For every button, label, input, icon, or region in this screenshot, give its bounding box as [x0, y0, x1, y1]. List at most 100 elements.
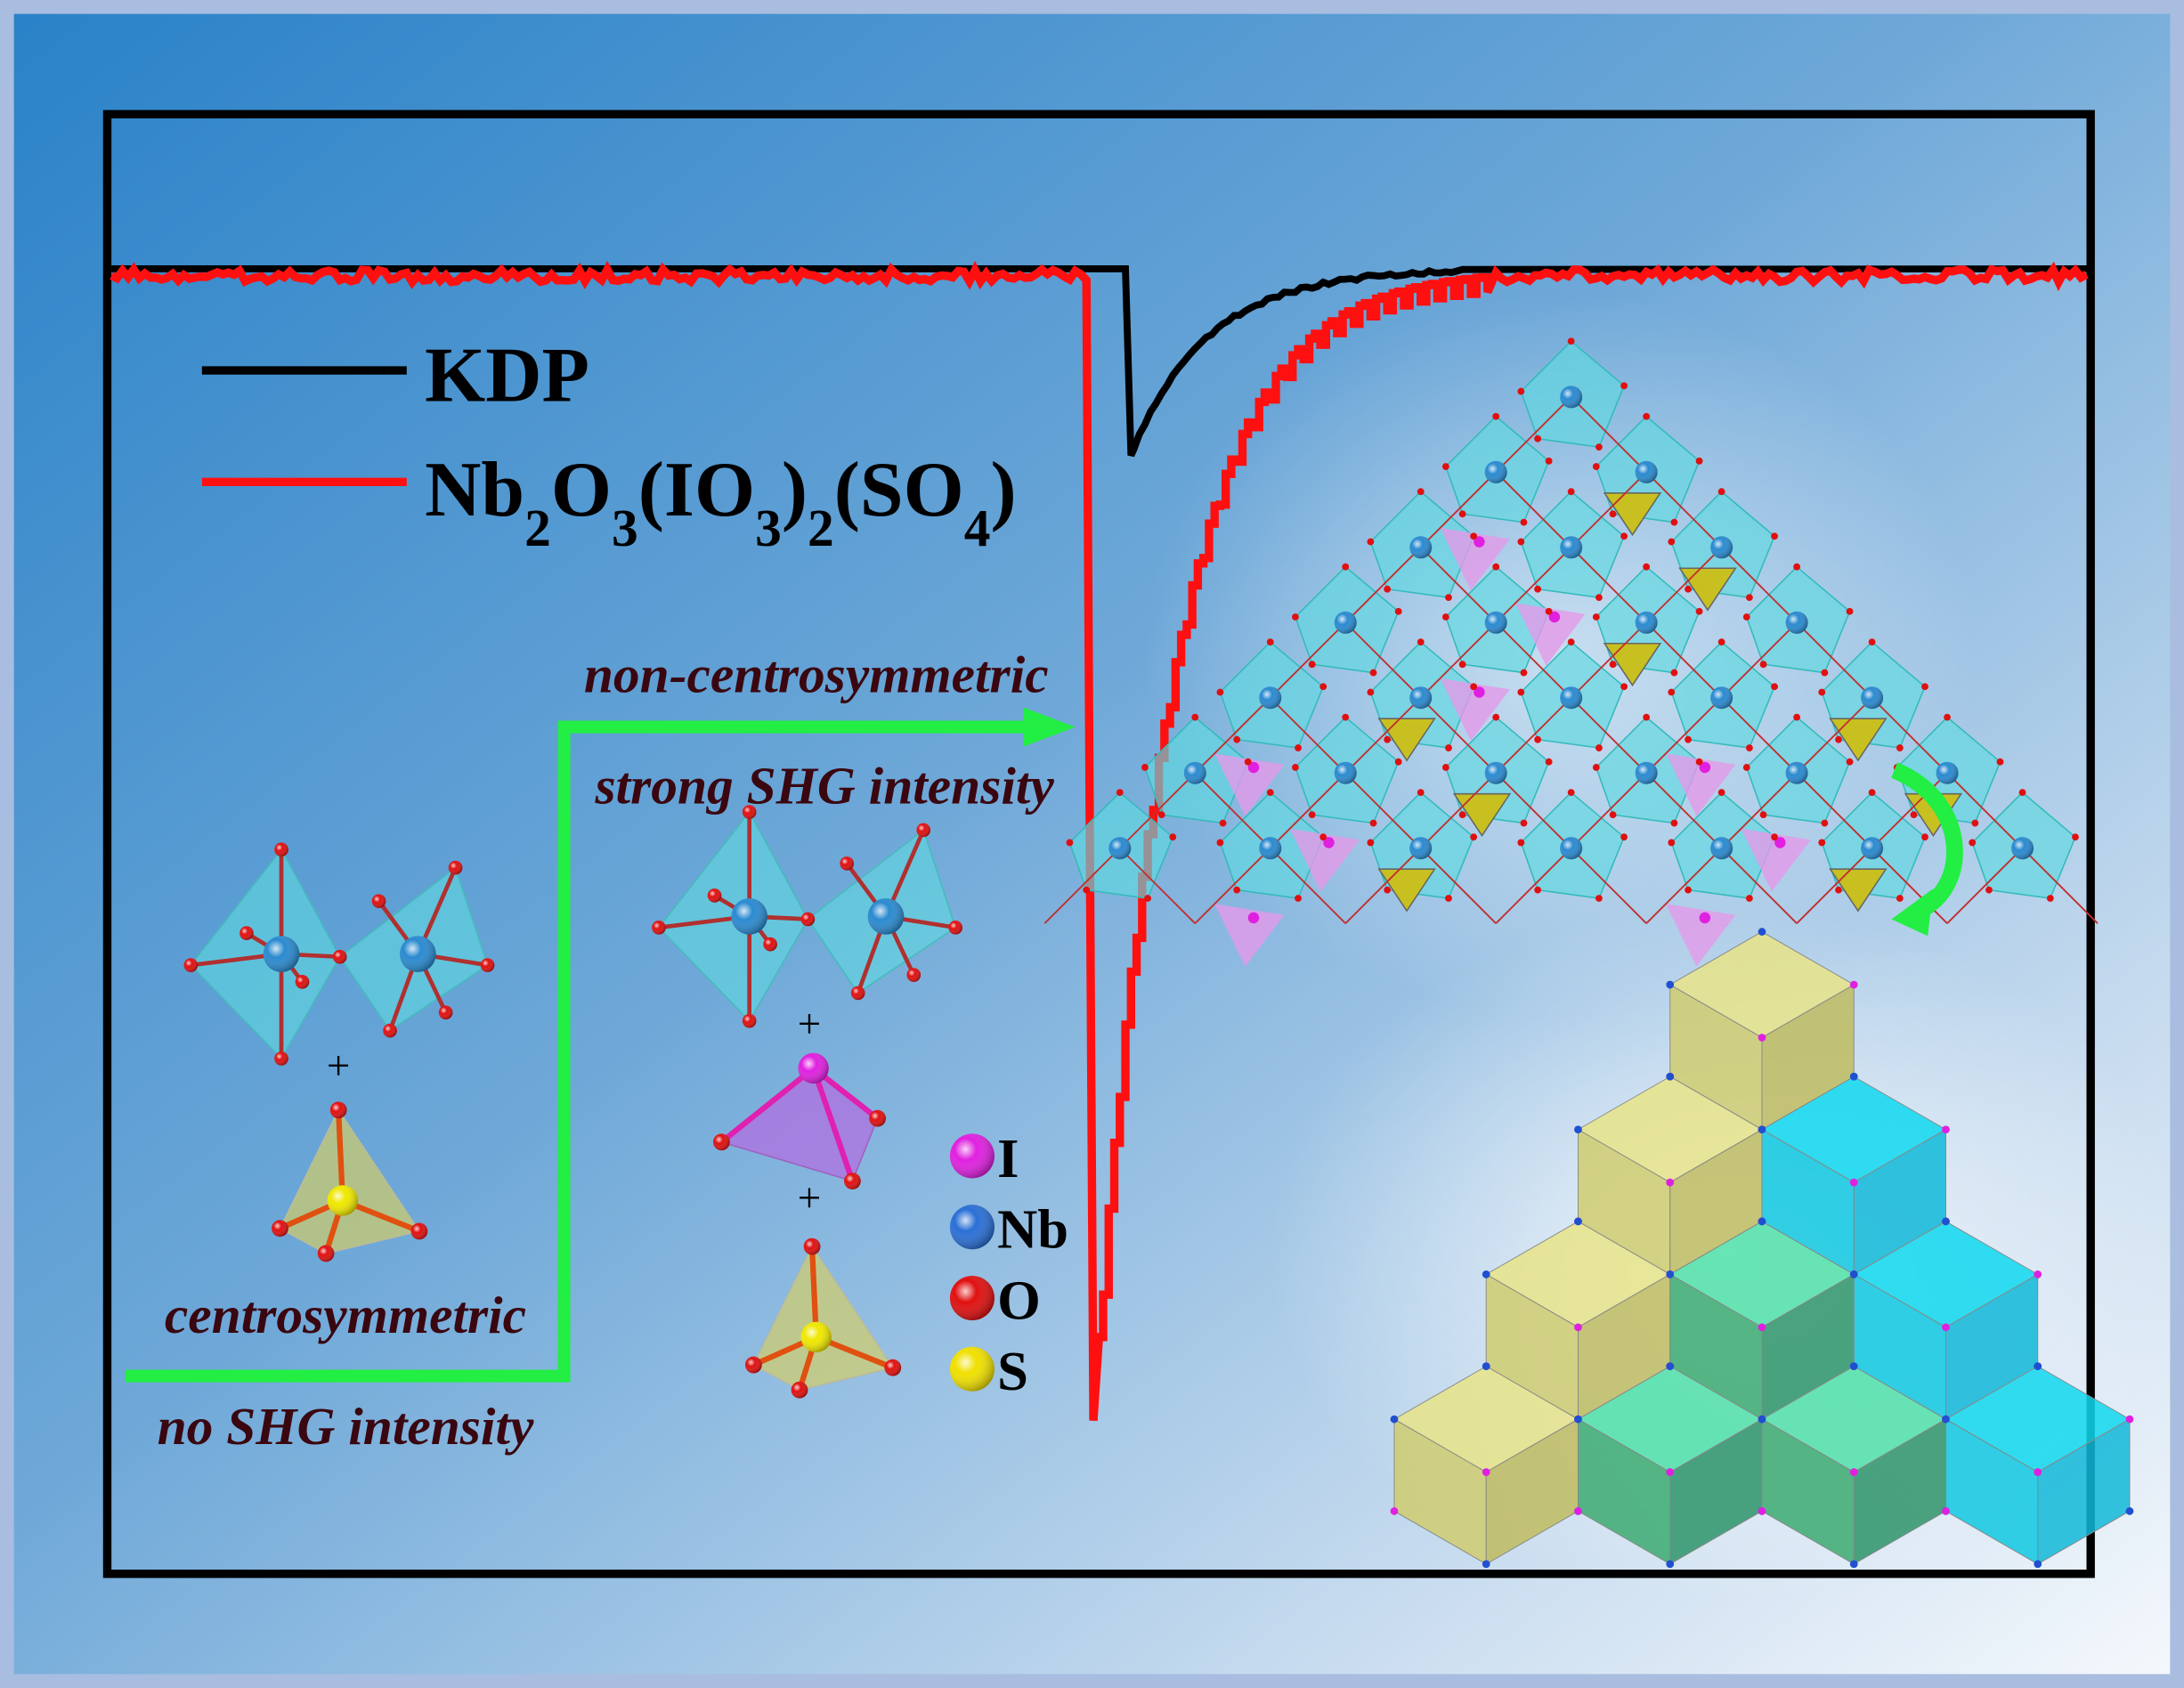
oxygen-atom — [1944, 714, 1951, 721]
legend-atom-icon-shade — [950, 1347, 995, 1392]
oxygen-atom-shade — [330, 1101, 347, 1118]
niobium-atom-shade — [1335, 612, 1357, 634]
oxygen-atom — [1417, 488, 1425, 495]
oxygen-atom — [1771, 532, 1778, 540]
oxygen-atom — [1292, 613, 1299, 621]
oxygen-atom — [1445, 895, 1452, 902]
oxygen-atom — [1470, 833, 1477, 840]
oxygen-atom — [1442, 764, 1449, 771]
vertex-atom — [1850, 1270, 1858, 1278]
oxygen-atom — [1395, 608, 1402, 615]
oxygen-atom-shade — [869, 1110, 886, 1127]
oxygen-atom — [1295, 744, 1302, 751]
oxygen-atom — [1718, 789, 1725, 796]
vertex-atom — [1666, 1073, 1674, 1081]
oxygen-atom — [1492, 564, 1499, 571]
oxygen-atom — [1546, 458, 1553, 465]
oxygen-atom — [1821, 670, 1828, 677]
vertex-atom — [1574, 1416, 1582, 1424]
vertex-atom — [2034, 1560, 2042, 1568]
niobium-atom-shade — [1184, 762, 1206, 784]
vertex-atom — [1850, 981, 1858, 989]
oxygen-atom — [1643, 413, 1650, 420]
oxygen-atom — [1671, 519, 1678, 526]
oxygen-atom-shade — [708, 889, 722, 903]
oxygen-atom — [1459, 510, 1466, 517]
oxygen-atom — [1671, 670, 1678, 677]
oxygen-atom — [1568, 488, 1575, 495]
oxygen-atom — [1971, 820, 1978, 827]
vertex-atom — [1850, 1468, 1858, 1476]
oxygen-atom — [1760, 661, 1767, 668]
oxygen-atom — [1793, 714, 1800, 721]
strong-shg-label: strong SHG intensity — [594, 757, 1054, 816]
vertex-atom — [1942, 1218, 1950, 1226]
oxygen-atom-shade — [851, 986, 865, 1001]
oxygen-atom-shade — [411, 1223, 428, 1240]
oxygen-atom — [1746, 744, 1753, 751]
vertex-atom — [1666, 981, 1674, 989]
oxygen-atom — [1921, 833, 1928, 840]
oxygen-atom — [1610, 510, 1617, 517]
oxygen-atom — [1821, 820, 1828, 827]
oxygen-atom-shade — [745, 1357, 762, 1374]
oxygen-atom — [1620, 683, 1628, 690]
niobium-atom-shade — [264, 936, 300, 972]
oxygen-atom — [1319, 833, 1327, 840]
oxygen-atom — [1568, 337, 1575, 345]
niobium-atom-shade — [1710, 837, 1733, 859]
oxygen-atom — [1847, 608, 1854, 615]
oxygen-atom — [1384, 736, 1391, 743]
oxygen-atom — [1470, 683, 1477, 690]
niobium-atom-shade — [1861, 686, 1883, 709]
oxygen-atom — [1921, 683, 1928, 690]
oxygen-atom — [1620, 532, 1628, 540]
oxygen-atom — [1534, 736, 1541, 743]
plus-sign: + — [798, 1001, 821, 1047]
plus-sign: + — [798, 1175, 821, 1221]
legend-atom-icon-shade — [950, 1276, 995, 1320]
oxygen-atom — [1442, 613, 1449, 621]
vertex-atom — [2034, 1270, 2042, 1278]
oxygen-atom-shade — [274, 842, 288, 856]
niobium-atom-shade — [1485, 612, 1507, 634]
vertex-atom — [1666, 1468, 1674, 1476]
oxygen-atom-shade — [743, 1014, 757, 1028]
niobium-atom-shade — [1335, 762, 1357, 784]
vertex-atom — [1574, 1218, 1582, 1226]
oxygen-atom — [1267, 638, 1274, 645]
niobium-atom-shade — [1560, 686, 1582, 709]
oxygen-atom — [1593, 463, 1600, 470]
oxygen-atom — [1370, 820, 1377, 827]
oxygen-atom — [1517, 840, 1524, 847]
niobium-atom-shade — [1409, 536, 1432, 558]
oxygen-atom — [1743, 764, 1750, 771]
oxygen-atom — [1191, 714, 1198, 721]
niobium-atom-shade — [1936, 762, 1959, 784]
vertex-atom — [1942, 1323, 1950, 1331]
sulfur-atom-shade — [801, 1322, 832, 1352]
oxygen-atom — [2072, 833, 2079, 840]
vertex-atom — [1574, 1125, 1582, 1133]
oxygen-atom — [1685, 586, 1692, 593]
niobium-atom-shade — [1409, 837, 1432, 859]
vertex-atom — [1758, 1416, 1766, 1424]
oxygen-atom — [1517, 388, 1524, 395]
oxygen-atom — [2019, 789, 2026, 796]
oxygen-atom — [1696, 759, 1703, 766]
oxygen-atom — [1534, 586, 1541, 593]
niobium-atom-shade — [1710, 536, 1733, 558]
oxygen-atom-shade — [792, 1382, 808, 1399]
oxygen-atom — [1083, 887, 1090, 894]
oxygen-atom — [1067, 840, 1074, 847]
niobium-atom-shade — [1259, 686, 1281, 709]
plus-sign: + — [327, 1043, 350, 1089]
oxygen-atom — [1367, 840, 1374, 847]
iodine-atom — [1700, 913, 1711, 924]
oxygen-atom — [1517, 689, 1524, 696]
vertex-atom — [1758, 1323, 1766, 1331]
oxygen-atom — [1442, 463, 1449, 470]
oxygen-atom — [1217, 689, 1224, 696]
oxygen-atom-shade — [274, 1051, 288, 1066]
vertex-atom — [1666, 1560, 1674, 1568]
